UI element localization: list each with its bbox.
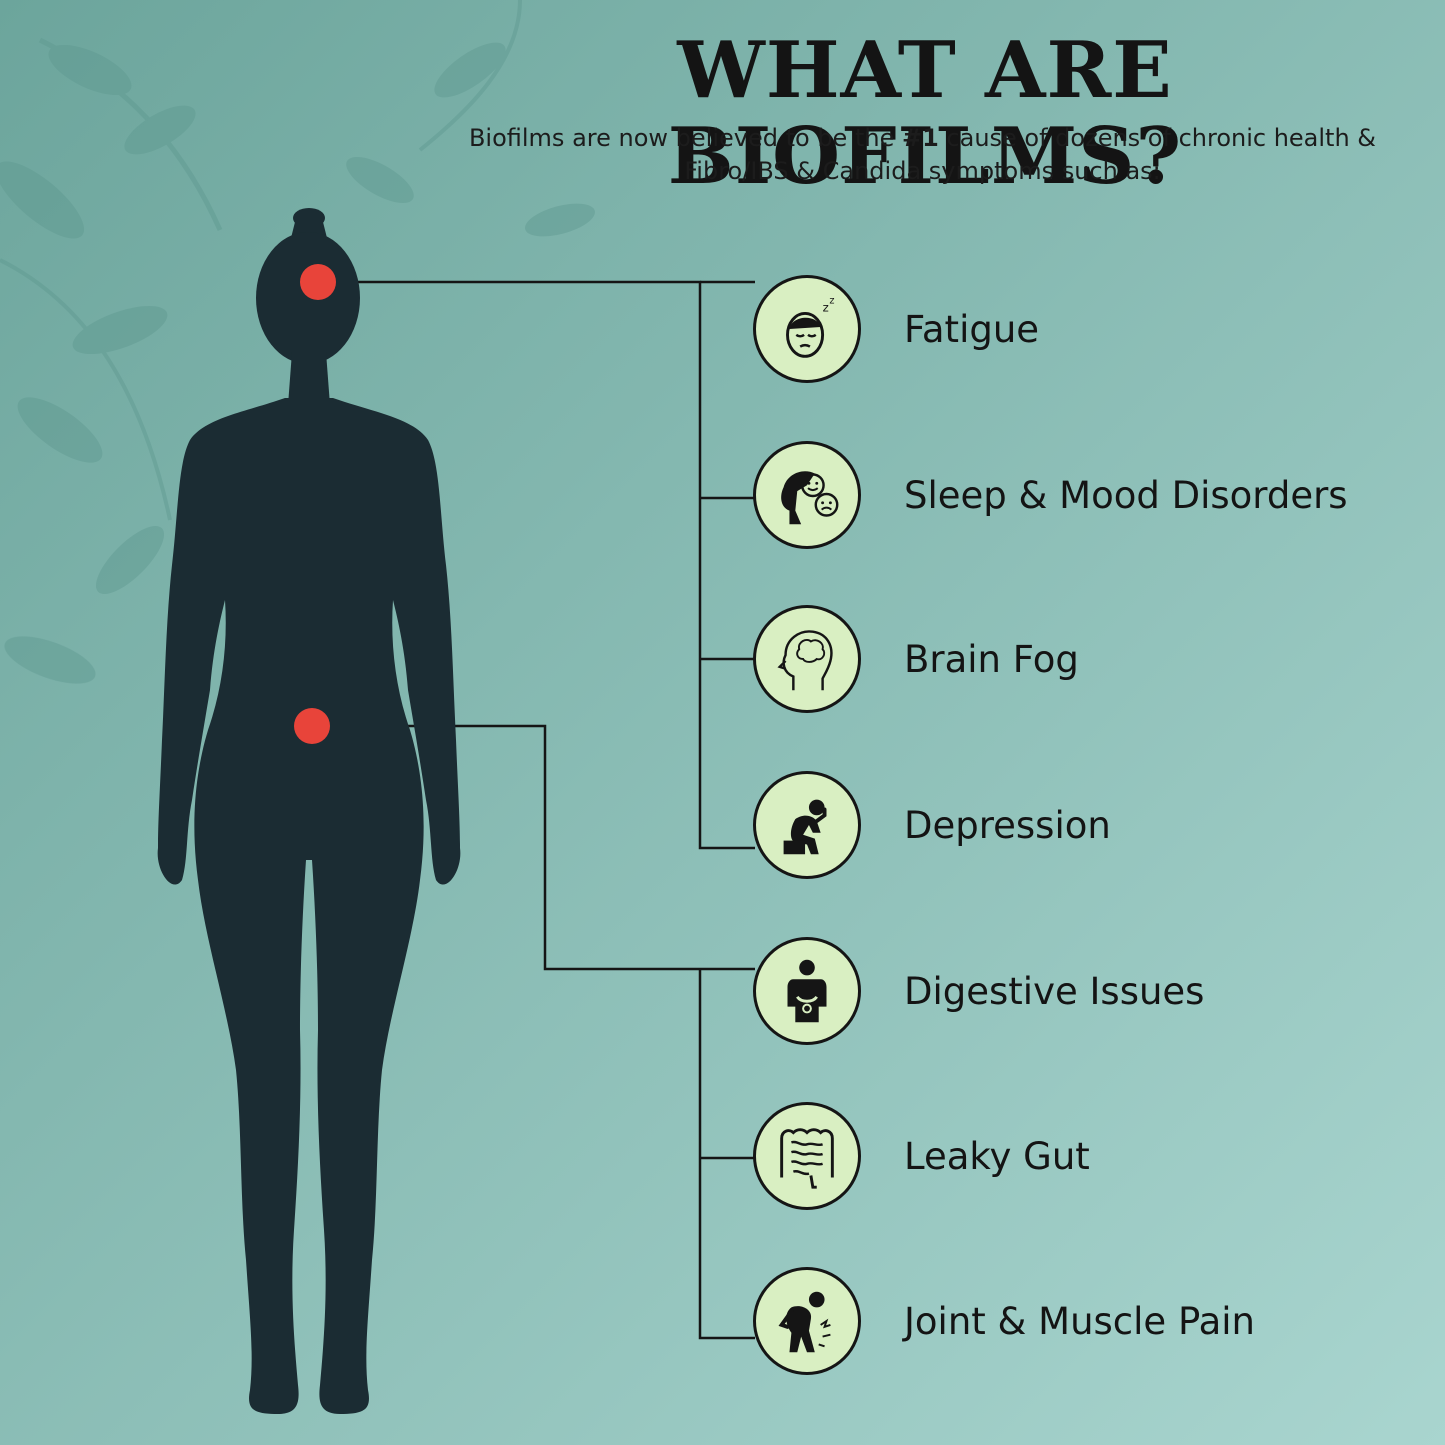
svg-text:z: z bbox=[829, 296, 834, 307]
symptom-leaky-gut: Leaky Gut bbox=[753, 1101, 1090, 1211]
brain-head-icon bbox=[753, 605, 861, 713]
svg-text:z: z bbox=[823, 300, 829, 314]
depressed-person-icon bbox=[753, 771, 861, 879]
symptom-label: Sleep & Mood Disorders bbox=[904, 473, 1348, 517]
head-marker bbox=[300, 264, 336, 300]
symptom-label: Brain Fog bbox=[904, 637, 1079, 681]
subtitle-bold: #1 bbox=[901, 124, 939, 152]
abdomen-marker bbox=[294, 708, 330, 744]
symptom-fatigue: z z Fatigue bbox=[753, 274, 1039, 384]
stomach-ache-icon bbox=[753, 937, 861, 1045]
symptom-label: Depression bbox=[904, 803, 1111, 847]
head-connector bbox=[318, 280, 755, 850]
back-pain-icon bbox=[753, 1267, 861, 1375]
symptom-sleep-mood: Sleep & Mood Disorders bbox=[753, 440, 1348, 550]
subtitle-text-end: cause of dozens of chronic health & Fibr… bbox=[684, 124, 1377, 185]
page-subtitle: Biofilms are now believed to be the #1 c… bbox=[425, 122, 1420, 188]
subtitle-text-start: Biofilms are now believed to be the bbox=[468, 124, 902, 152]
symptom-depression: Depression bbox=[753, 770, 1111, 880]
sleepy-face-icon: z z bbox=[753, 275, 861, 383]
body-silhouette bbox=[157, 208, 461, 1414]
page-title: WHAT ARE BIOFILMS? bbox=[667, 25, 1183, 202]
symptom-digestive: Digestive Issues bbox=[753, 936, 1204, 1046]
symptom-brain-fog: Brain Fog bbox=[753, 604, 1079, 714]
symptom-label: Leaky Gut bbox=[904, 1134, 1090, 1178]
intestine-icon bbox=[753, 1102, 861, 1210]
symptom-label: Joint & Muscle Pain bbox=[904, 1299, 1256, 1343]
symptom-label: Digestive Issues bbox=[904, 969, 1205, 1013]
leaves-decoration bbox=[0, 0, 595, 684]
mood-head-icon bbox=[753, 441, 861, 549]
symptom-label: Fatigue bbox=[904, 307, 1040, 351]
symptom-joint-muscle: Joint & Muscle Pain bbox=[753, 1266, 1255, 1376]
